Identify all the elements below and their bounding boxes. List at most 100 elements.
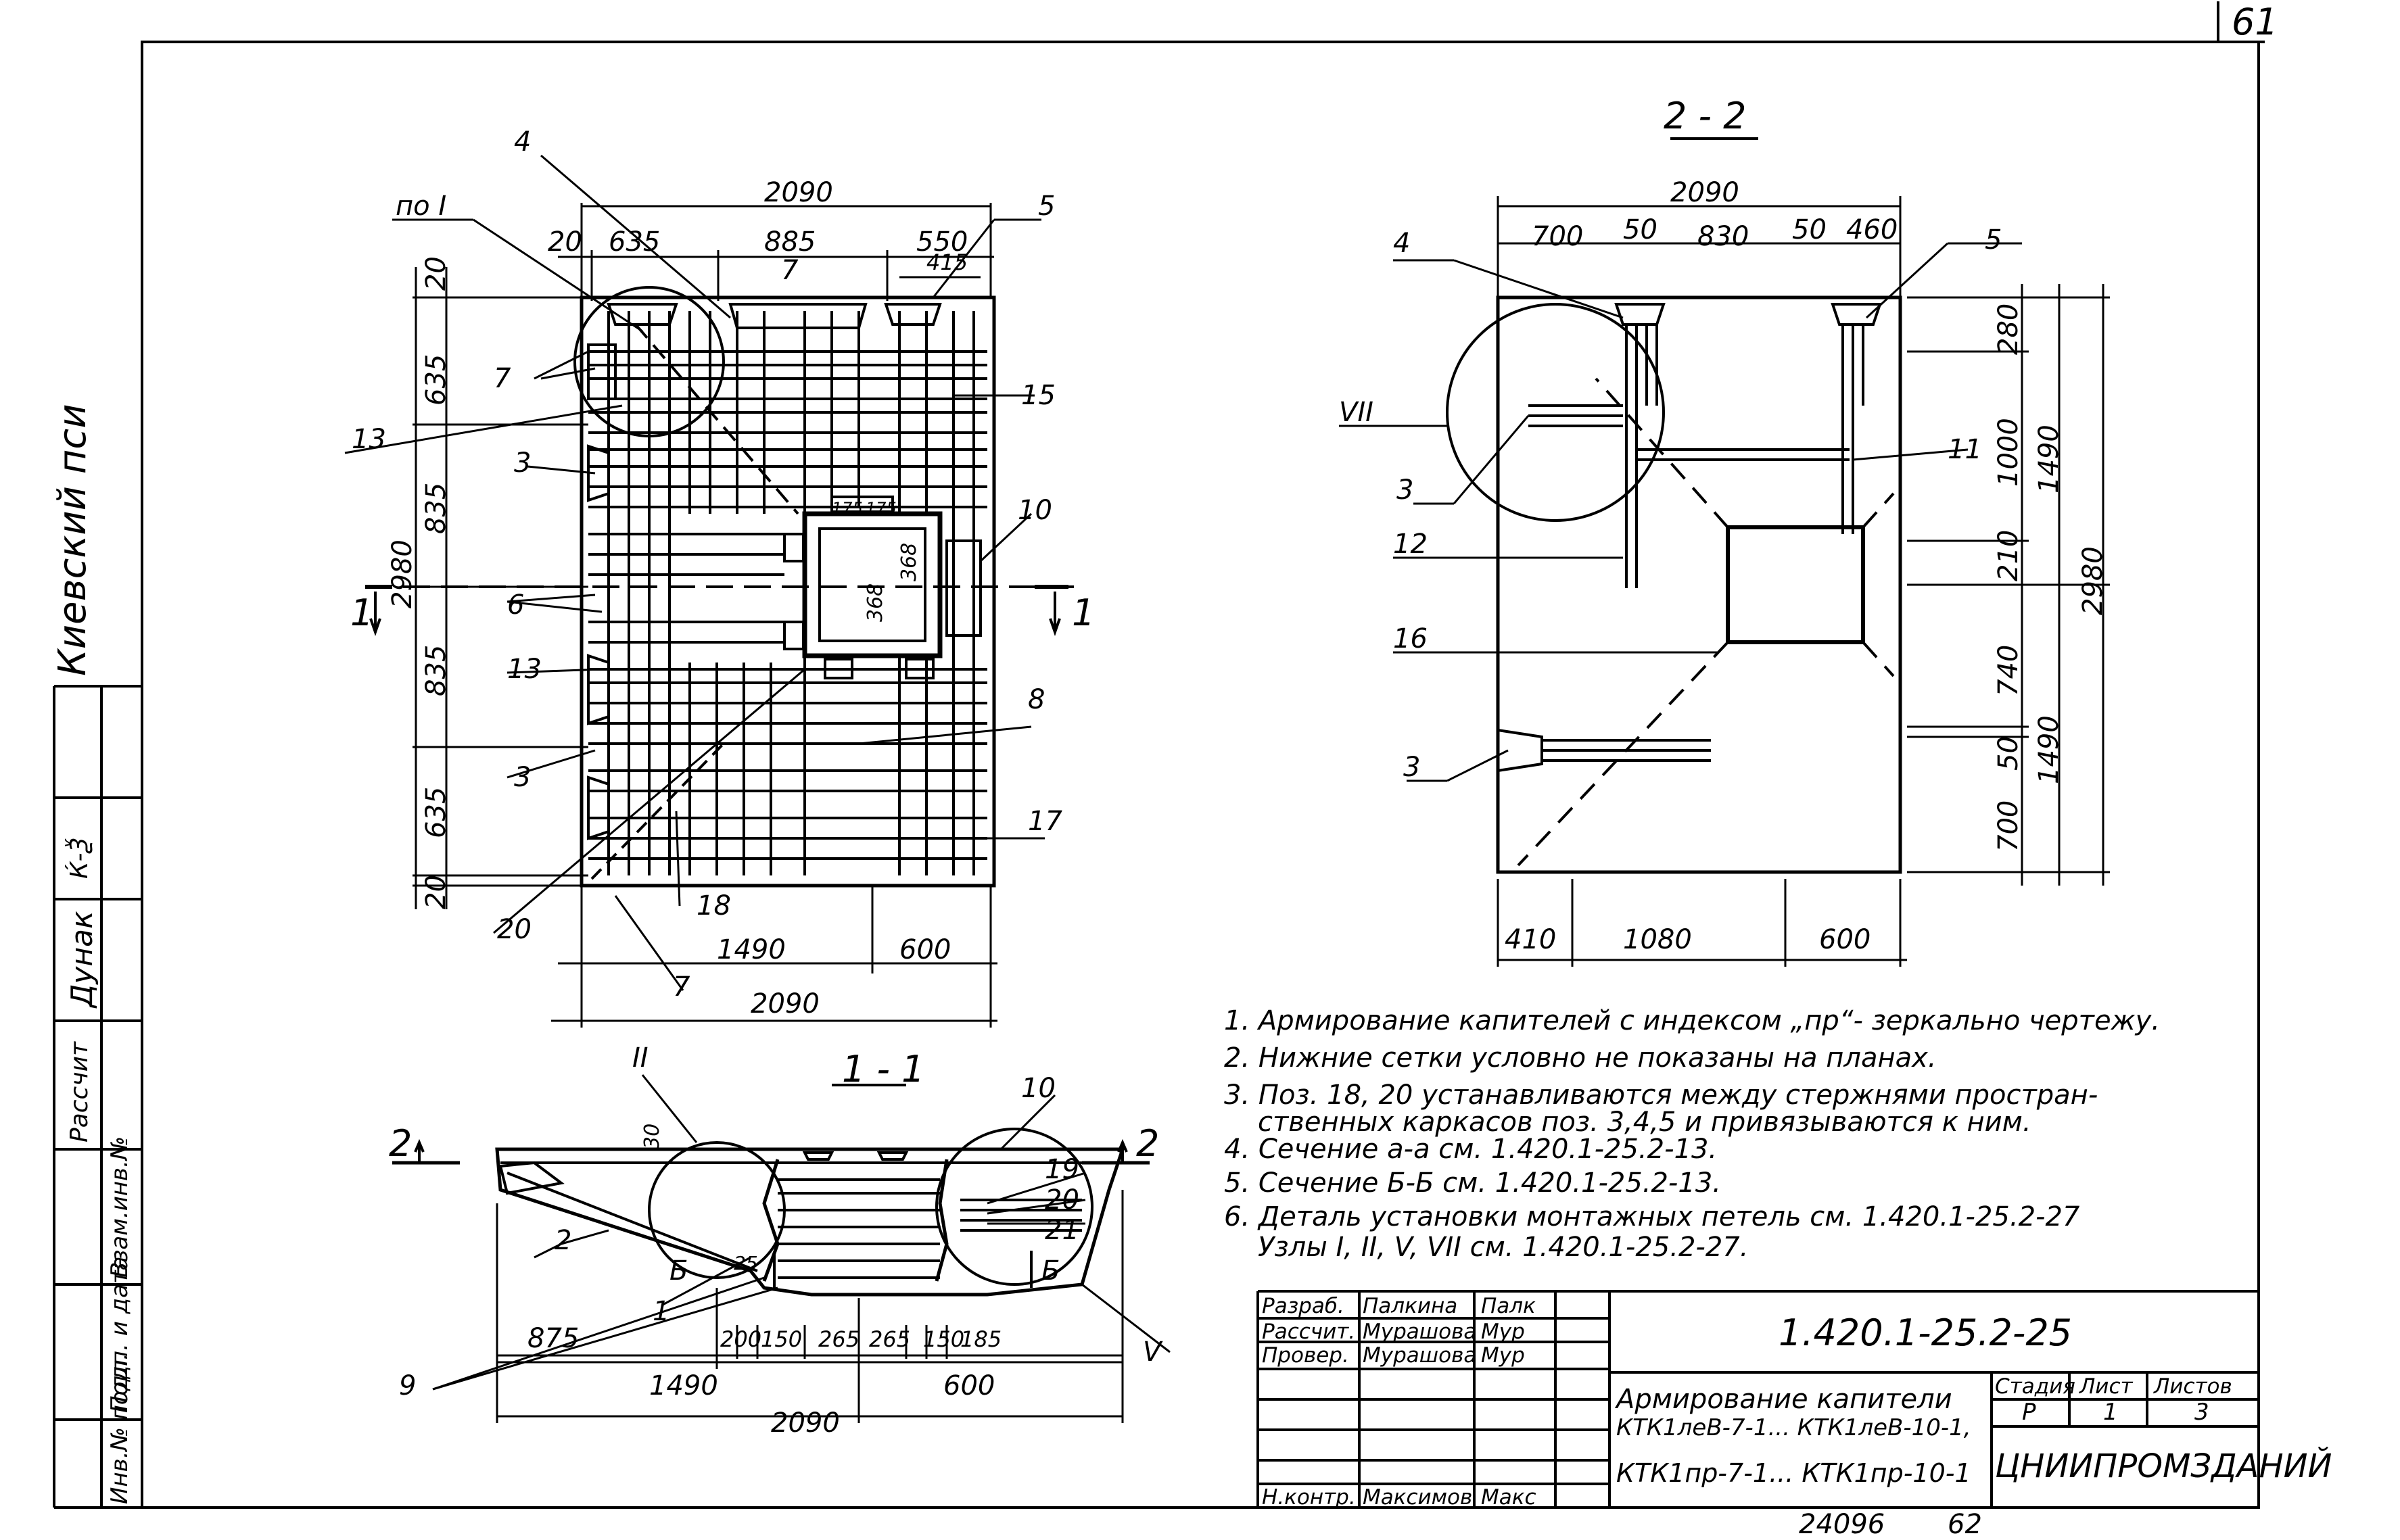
s22-pos-11: 11: [1948, 434, 1982, 465]
tb-name-1: Палкина: [1363, 1294, 1458, 1318]
s22-pos-4: 4: [1393, 228, 1411, 259]
plan-pos-15: 15: [1021, 380, 1056, 411]
s11-dim-1490: 1490: [649, 1370, 718, 1401]
plan-dim-600: 600: [899, 934, 951, 965]
signature-mark: Ќ-Ѯ: [66, 837, 93, 879]
title-block: [1256, 1290, 2259, 1508]
plan-dim-635: 635: [609, 226, 661, 258]
tb-sign-2: Мур: [1481, 1320, 1525, 1344]
sheet-corner-number: 61: [2232, 1, 2278, 43]
s22-dim-280: 280: [1993, 303, 2024, 355]
plan-inner-175-b: 175: [866, 499, 897, 518]
plan-section-mark-right: 1: [1072, 592, 1096, 634]
document-title-line-1: Армирование капители: [1616, 1384, 1952, 1415]
s11-dim-150-a: 150: [761, 1326, 803, 1352]
s11-node-II: II: [632, 1042, 649, 1074]
s22-dim-740: 740: [1993, 644, 2024, 696]
document-title-line-2: КТК1леВ-7-1... КТК1леВ-10-1,: [1616, 1414, 1971, 1441]
note-line-3b: ственных каркасов поз. 3,4,5 и привязыва…: [1258, 1107, 2031, 1138]
section-2-2: [1339, 137, 2110, 967]
s11-pos-21: 21: [1045, 1215, 1079, 1246]
tb-sign-1: Палк: [1481, 1294, 1536, 1318]
s11-dim-25: 25: [734, 1252, 758, 1274]
s11-pos-10: 10: [1021, 1073, 1056, 1104]
s22-pos-12: 12: [1393, 529, 1428, 560]
plan-pos-5: 5: [1038, 191, 1056, 222]
plan-pos-18: 18: [697, 890, 731, 921]
s22-dim-1490-top: 1490: [2033, 425, 2065, 494]
plan-pos-3-top: 3: [514, 448, 532, 479]
tb-sign-4: Макс: [1481, 1485, 1536, 1510]
plan-dim-550: 550: [916, 226, 968, 258]
note-line-4: 4. Сечение а-а см. 1.420.1-25.2-13.: [1224, 1134, 1718, 1165]
s11-cut-mark-left: 2: [389, 1122, 413, 1165]
plan-pos-8: 8: [1028, 684, 1045, 715]
s11-dim-875: 875: [527, 1323, 580, 1354]
s22-dim-1000: 1000: [1993, 418, 2024, 487]
plan-pos-20: 20: [497, 914, 532, 945]
footer-inventory-number: 24096: [1799, 1509, 1885, 1540]
sheet-label: Лист: [2079, 1374, 2133, 1399]
tb-name-7: Максимов: [1363, 1485, 1473, 1510]
author-name: Дунак: [65, 911, 99, 1007]
s11-dim-200: 200: [720, 1326, 762, 1352]
plan-dim-835-b: 835: [421, 644, 452, 696]
s22-dim-700: 700: [1532, 221, 1584, 252]
plan-pos-3-low: 3: [514, 762, 532, 793]
plan-pos-node-I: по I: [396, 191, 447, 222]
drawing-frame: [141, 41, 2260, 1509]
tb-name-2: Мурашова: [1363, 1320, 1477, 1344]
s11-dim-600: 600: [943, 1370, 995, 1401]
s22-dim-600: 600: [1819, 924, 1871, 955]
s22-dim-2980: 2980: [2077, 546, 2109, 615]
stage-value: Р: [2022, 1399, 2036, 1426]
plan-pos-13-mid: 13: [507, 654, 542, 685]
plan-dim-20-bottom-left: 20: [421, 875, 452, 909]
footer-page-number: 62: [1948, 1509, 1982, 1540]
tb-name-3: Мурашова: [1363, 1343, 1477, 1368]
note-line-6: 6. Деталь установки монтажных петель см.…: [1224, 1201, 2080, 1232]
plan-dim-635-left: 635: [421, 354, 452, 406]
s11-dim-265-b: 265: [869, 1326, 911, 1352]
s22-dim-700-right: 700: [1993, 800, 2024, 852]
s22-dim-50-a: 50: [1623, 214, 1657, 245]
document-code: 1.420.1-25.2-25: [1779, 1312, 2073, 1354]
s22-pos-16: 16: [1393, 623, 1428, 654]
section-2-2-title: 2 - 2: [1664, 95, 1747, 137]
strip-label-inventory: Инв.№ подл.: [106, 1353, 133, 1504]
plan-dim-20-top-left: 20: [421, 256, 452, 291]
plan-inner-368-a: 368: [897, 542, 921, 581]
document-title-line-3: КТК1пр-7-1... КТК1пр-10-1: [1616, 1458, 1971, 1488]
plan-pos-7-bottom: 7: [673, 971, 690, 1003]
stage-label: Стадия: [1995, 1374, 2075, 1399]
author-role: Рассчит: [66, 1042, 93, 1142]
s22-dim-210: 210: [1993, 529, 2024, 581]
s11-dim-150-b: 150: [923, 1326, 965, 1352]
s22-pos-5: 5: [1985, 224, 2002, 256]
s11-pos-19: 19: [1045, 1154, 1079, 1185]
note-line-1: 1. Армирование капителей с индексом „пр“…: [1224, 1005, 2161, 1036]
s22-dim-830: 830: [1697, 221, 1749, 252]
organization-name: ЦНИИПРОМЗДАНИЙ: [1995, 1447, 2332, 1485]
s11-node-V: V: [1143, 1337, 1162, 1368]
s11-dim-265-a: 265: [818, 1326, 860, 1352]
s22-dim-460: 460: [1846, 214, 1898, 245]
plan-inner-175-a: 175: [832, 499, 863, 518]
plan-pos-6: 6: [507, 589, 525, 621]
s11-cut-mark-right: 2: [1136, 1122, 1160, 1165]
s22-dim-1080: 1080: [1623, 924, 1692, 955]
s11-pos-9: 9: [399, 1370, 417, 1401]
s22-dim-2090: 2090: [1670, 177, 1739, 208]
plan-pos-7-left: 7: [494, 363, 511, 394]
s22-pos-3-low: 3: [1403, 752, 1421, 783]
section-1-1-title: 1 - 1: [842, 1048, 925, 1090]
plan-dim-2090-top: 2090: [764, 177, 833, 208]
note-line-2: 2. Нижние сетки условно не показаны на п…: [1224, 1042, 1937, 1074]
note-line-3: 3. Поз. 18, 20 устанавливаются между сте…: [1224, 1080, 2098, 1111]
plan-section-mark-left: 1: [350, 592, 374, 634]
s22-dim-50: 50: [1993, 736, 2024, 771]
organization-label: Киевский пси: [51, 404, 95, 676]
s22-dim-410: 410: [1505, 924, 1557, 955]
s22-node-VII: VII: [1339, 397, 1373, 428]
s11-dim-30: 30: [640, 1123, 664, 1149]
